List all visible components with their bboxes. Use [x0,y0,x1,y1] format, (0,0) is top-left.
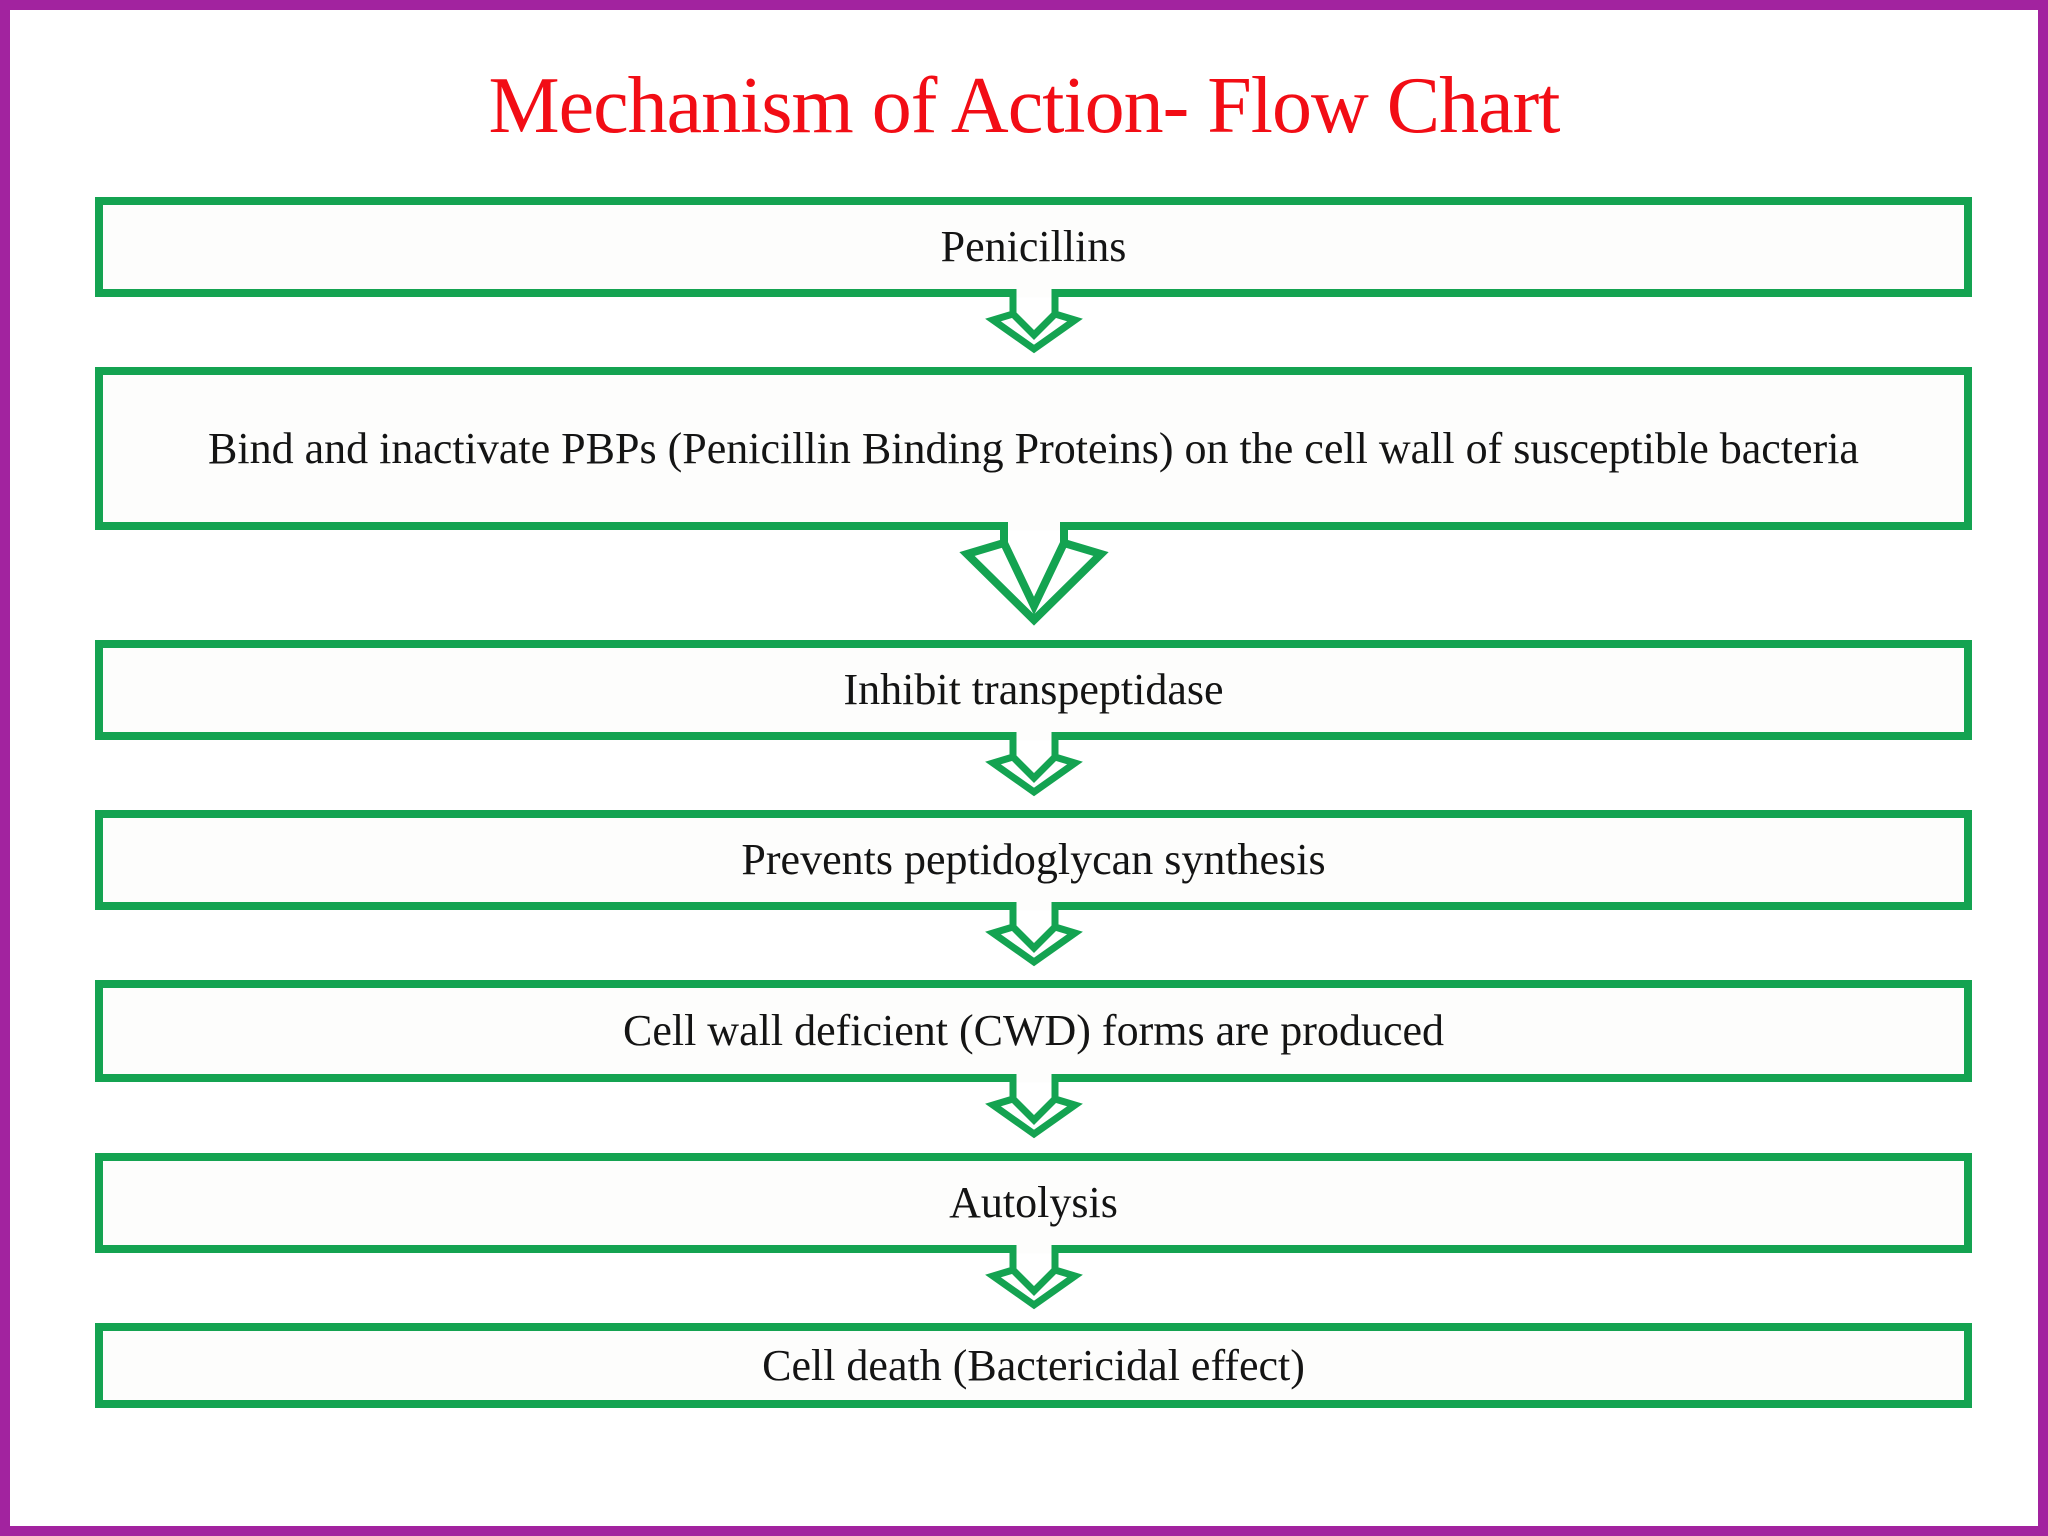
flow-step-penicillins: Penicillins [95,197,1972,297]
flow-step-inhibit-transpeptidase: Inhibit transpeptidase [95,640,1972,740]
flow-step-prevents-peptidoglycan-synthesis: Prevents peptidoglycan synthesis [95,810,1972,910]
flow-step-label: Bind and inactivate PBPs (Penicillin Bin… [208,423,1859,473]
down-arrow-icon [959,521,1109,626]
flow-step-label: Cell death (Bactericidal effect) [762,1340,1305,1390]
flow-step-cell-death: Cell death (Bactericidal effect) [95,1323,1972,1408]
down-arrow-icon [985,1073,1083,1139]
flow-step-label: Penicillins [940,222,1127,271]
page-title: Mechanism of Action- Flow Chart [488,62,1560,150]
down-arrow-icon [985,1244,1083,1310]
flow-step-autolysis: Autolysis [95,1153,1972,1253]
flow-step-label: Autolysis [949,1178,1118,1227]
flow-step-label: Cell wall deficient (CWD) forms are prod… [622,1006,1445,1055]
flow-step-bind-inactivate-pbps: Bind and inactivate PBPs (Penicillin Bin… [95,367,1972,530]
flow-step-cwd-forms-produced: Cell wall deficient (CWD) forms are prod… [95,980,1972,1082]
down-arrow-icon [985,288,1083,354]
down-arrow-icon [985,731,1083,797]
down-arrow-icon [985,901,1083,967]
flow-step-label: Inhibit transpeptidase [843,665,1224,714]
flow-step-label: Prevents peptidoglycan synthesis [741,835,1326,884]
